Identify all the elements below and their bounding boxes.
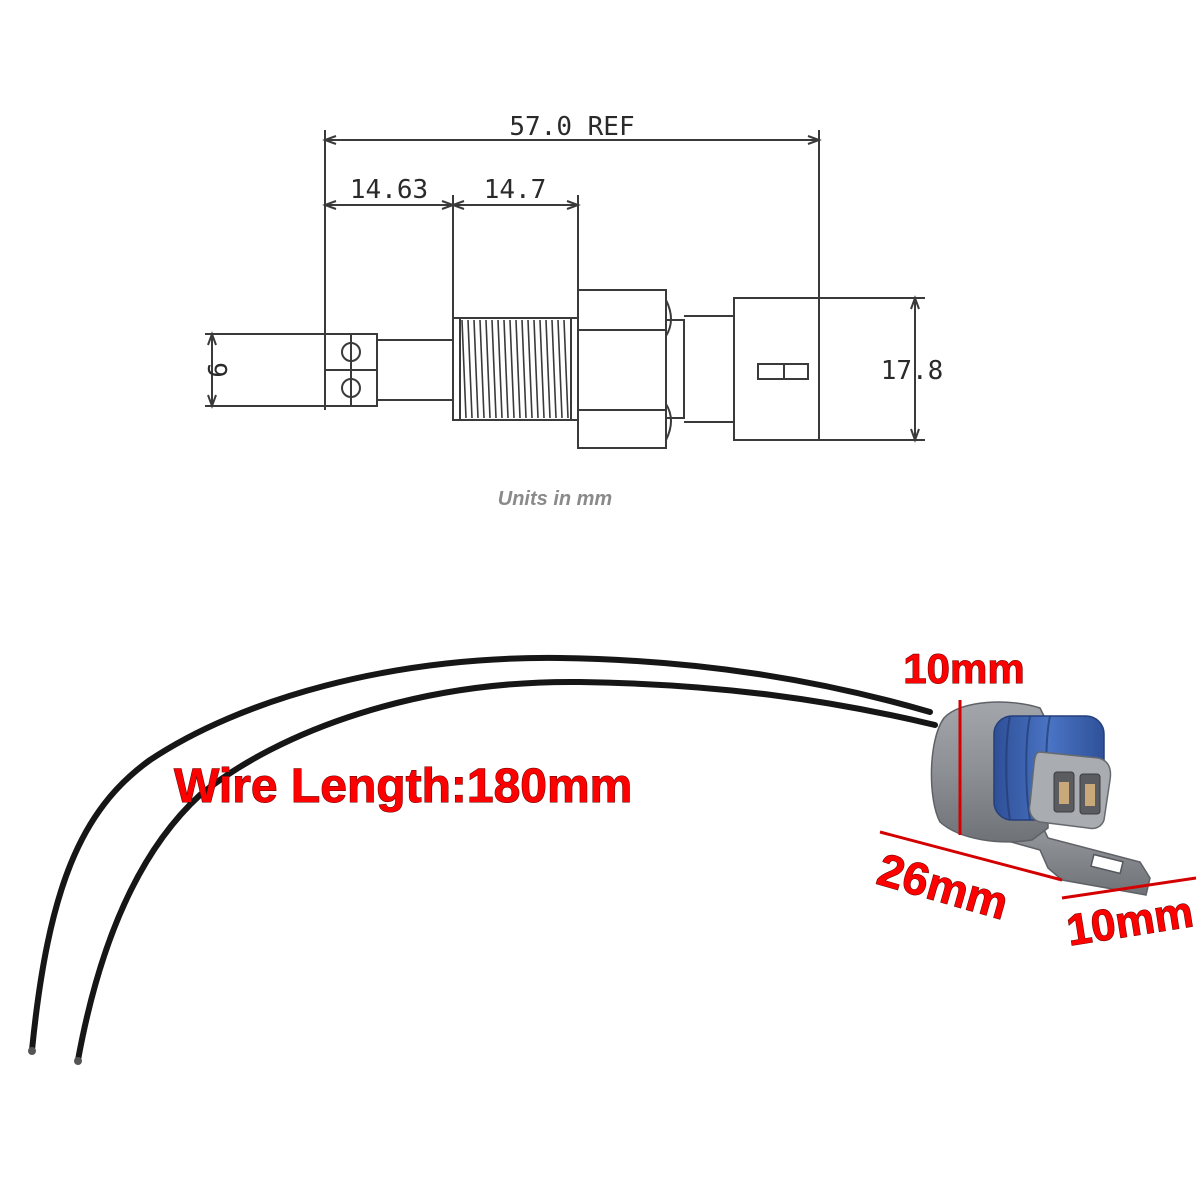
wire-pair (29, 654, 938, 1063)
units-note: Units in mm (498, 488, 612, 510)
width-dimension-marker (1061, 876, 1197, 900)
right-height-dimension-line (819, 295, 925, 443)
thread-line (461, 319, 467, 419)
tab-slot (1090, 853, 1124, 875)
length-dimension-marker (879, 830, 1063, 882)
thread-line (527, 319, 533, 419)
right-height-label: 17.8 (881, 356, 944, 386)
terminal-pin-right (1085, 784, 1095, 806)
terminal-pin-left (1059, 782, 1069, 804)
segment-2-label: 14.7 (484, 175, 547, 205)
neck (666, 315, 734, 423)
overall-length-label: 57.0 REF (509, 112, 634, 142)
threaded-section (452, 317, 579, 421)
thread-line (467, 319, 473, 419)
hex-nut (577, 289, 672, 449)
sensor-line-drawing (205, 130, 925, 449)
left-height-dimension-line (205, 331, 325, 409)
thread-line (557, 319, 563, 419)
connector-width-dimension-label: 10mm (1063, 887, 1196, 955)
segment-dimension-lines (322, 195, 581, 318)
thread-line (491, 319, 497, 419)
connector-housing-outline (733, 297, 820, 441)
thread-line (533, 319, 539, 419)
connector-length-dimension-label: 26mm (872, 843, 1014, 930)
segment-1-label: 14.63 (350, 175, 428, 205)
connector-dimension-markers (879, 700, 1197, 900)
thread-line (545, 319, 551, 419)
connector-top-dimension-label: 10mm (903, 645, 1024, 692)
thread-line (515, 319, 521, 419)
thread-line (539, 319, 545, 419)
thread-line (509, 319, 515, 419)
thread-line (479, 319, 485, 419)
thread-line (551, 319, 557, 419)
wire-2 (75, 678, 938, 1063)
thread-line (503, 319, 509, 419)
thread-line (563, 319, 569, 419)
left-height-label: 9 (201, 362, 231, 378)
thread-line (473, 319, 479, 419)
terminal-block (324, 333, 453, 407)
wire-2-end (74, 1057, 82, 1065)
thread-line (497, 319, 503, 419)
thread-line (485, 319, 491, 419)
wire-length-label: Wire Length:180mm (174, 760, 632, 813)
wire-1-end (28, 1047, 36, 1055)
thread-line (521, 319, 527, 419)
wire-1 (29, 654, 933, 1053)
